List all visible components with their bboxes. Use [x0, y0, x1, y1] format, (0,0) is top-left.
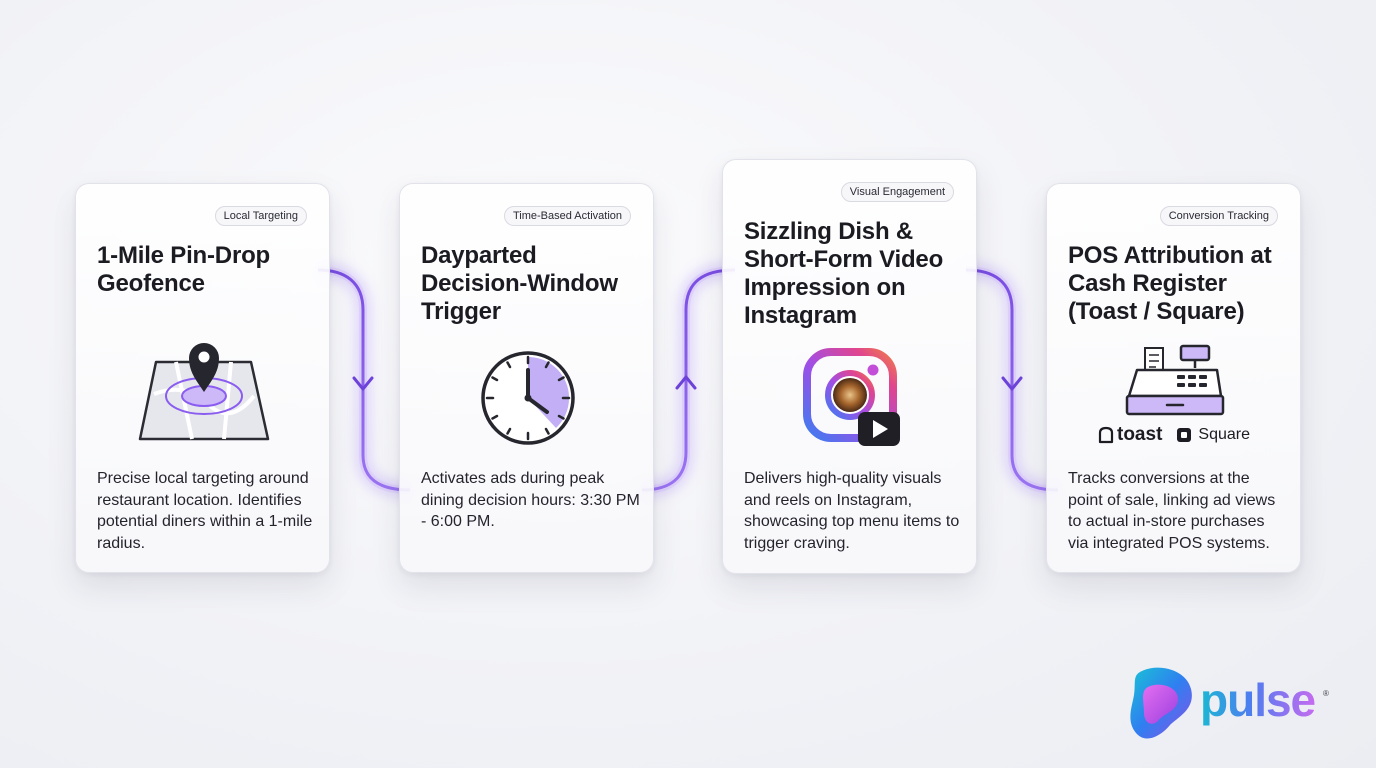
toast-logo: toast: [1097, 424, 1162, 446]
instagram-video-icon: [803, 348, 903, 455]
arrow-down-icon: [1001, 376, 1023, 391]
pos-logos: toast Square: [1097, 424, 1250, 446]
square-logo: Square: [1176, 426, 1250, 444]
registered-mark: ®: [1323, 689, 1329, 698]
toast-icon: [1098, 426, 1114, 444]
step-description: Tracks conversions at the point of sale,…: [1068, 470, 1276, 552]
step-description: Activates ads during peak dining decisio…: [421, 470, 640, 530]
step-title: Dayparted Decision-Window Trigger: [421, 242, 618, 325]
step-badge: Conversion Tracking: [1159, 206, 1278, 226]
connector-1-2: [317, 262, 411, 498]
step-badge: Time-Based Activation: [503, 206, 631, 226]
pulse-brand-logo: pulse ®: [1128, 665, 1338, 745]
square-icon: [1177, 428, 1192, 442]
step-title: 1-Mile Pin-Drop Geofence: [97, 242, 271, 297]
step-description: Precise local targeting around restauran…: [97, 470, 313, 552]
brand-name: pulse: [1200, 674, 1316, 726]
step-description: Delivers high-quality visuals and reels …: [744, 470, 960, 552]
step-title: POS Attribution at Cash Register (Toast …: [1068, 242, 1272, 325]
map-pin-icon: [136, 334, 271, 449]
step-card-geofence: Local Targeting 1-Mile Pin-Drop Geofence…: [75, 183, 330, 573]
step-badge: Local Targeting: [214, 206, 307, 226]
pulse-logo-mark-icon: [1130, 667, 1192, 739]
step-card-instagram: Visual Engagement Sizzling Dish & Short-…: [722, 159, 977, 574]
connector-3-4: [965, 262, 1059, 498]
step-card-pos: Conversion Tracking POS Attribution at C…: [1046, 183, 1301, 573]
step-badge: Visual Engagement: [840, 182, 954, 202]
step-title: Sizzling Dish & Short-Form Video Impress…: [744, 218, 944, 329]
arrow-up-icon: [675, 375, 697, 390]
step-card-daypart: Time-Based Activation Dayparted Decision…: [399, 183, 654, 573]
arrow-down-icon: [352, 376, 374, 391]
clock-icon: [478, 348, 578, 453]
cash-register-icon: [1123, 342, 1227, 423]
